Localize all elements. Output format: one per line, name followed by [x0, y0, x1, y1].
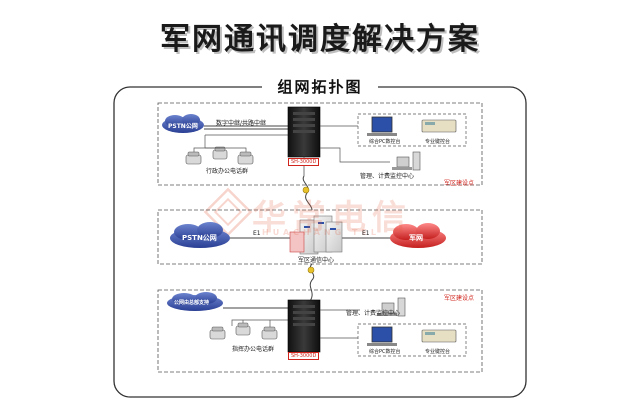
watermark-text-en: HUACHANG TEL [262, 228, 380, 237]
bottom-pc-label: 综合PC数控台 [369, 349, 401, 355]
diagram-subtitle: 组网拓扑图 [262, 76, 378, 97]
watermark-text: 华常电信 [252, 198, 412, 238]
bottom-server [287, 299, 321, 353]
bottom-monitor-pc [377, 297, 406, 317]
bottom-phone-group [209, 322, 278, 340]
top-pc-console [367, 116, 397, 136]
top-pc-label: 综合PC数控台 [369, 139, 401, 145]
top-link-node [302, 186, 310, 194]
top-section-box [157, 102, 483, 186]
bottom-pc-console [367, 326, 397, 346]
top-pstn-label: PSTN公网 [168, 123, 198, 130]
middle-military-label: 军网 [409, 234, 423, 242]
middle-pstn-label: PSTN公网 [182, 234, 217, 242]
bottom-monitor-label: 管理、计费监控中心 [346, 310, 401, 317]
top-phone-group [185, 146, 254, 165]
page-title: 军网通讯调度解决方案 [160, 22, 480, 57]
bottom-site-label: 军区建设点 [444, 295, 475, 302]
top-phones-label: 行政办公电话群 [206, 168, 249, 175]
e1-left-label: E1 [253, 230, 261, 237]
top-server-label: SH-3000D [288, 158, 320, 166]
bottom-console-label: 专业键控台 [425, 349, 451, 355]
bottom-phones-label: 指挥办公电话群 [232, 346, 275, 353]
bottom-link-node [307, 266, 315, 274]
top-key-console [421, 119, 457, 133]
top-console-label: 专业键控台 [425, 139, 451, 145]
bottom-key-console [421, 329, 457, 343]
middle-military-cloud [390, 223, 446, 248]
bottom-section-box [157, 289, 483, 373]
top-monitor-pc [392, 151, 421, 171]
center-label: 军区通信中心 [298, 257, 335, 264]
top-pstn-cloud [162, 114, 204, 133]
bottom-public-cloud [167, 292, 223, 311]
middle-section-box [157, 209, 483, 265]
middle-pstn-cloud [170, 222, 230, 248]
top-server [287, 106, 321, 158]
bottom-server-label: SH-3000D [288, 352, 320, 360]
top-site-label: 军区建设点 [444, 180, 475, 187]
top-monitor-label: 管理、计费监控中心 [360, 173, 415, 180]
e1-right-label: E1 [362, 230, 370, 237]
middle-center-equipment [289, 215, 343, 255]
top-trunk-label: 数字中继/共路中继 [216, 120, 267, 127]
bottom-cloud-label: 公网由总部支持 [174, 300, 210, 306]
